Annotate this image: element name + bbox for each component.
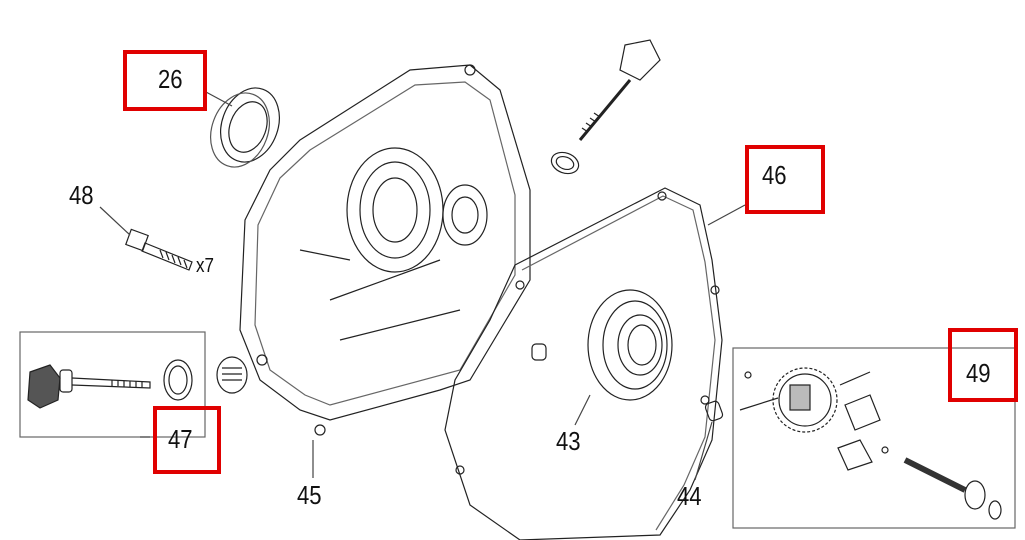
highlight-box-47 (153, 406, 221, 474)
bolt-48 (99, 206, 193, 271)
part-label-46: 46 (762, 160, 787, 190)
part-label-43: 43 (556, 426, 581, 456)
quantity-label-x7: x7 (196, 255, 214, 277)
part-label-26: 26 (158, 64, 183, 94)
oil-seal-26 (205, 87, 280, 168)
bearing-43 (574, 289, 673, 426)
highlight-box-26 (123, 50, 207, 111)
dipstick-47 (27, 359, 193, 438)
part-label-49: 49 (966, 358, 991, 388)
oil-plug (550, 39, 661, 175)
gasket-46 (444, 187, 746, 540)
crankcase-cover-45 (216, 64, 531, 478)
part-label-47: 47 (168, 424, 193, 454)
part-label-48: 48 (69, 180, 94, 210)
highlight-box-46 (745, 145, 825, 214)
part-label-45: 45 (297, 480, 322, 510)
inset-box-47 (19, 331, 206, 438)
dowel-pin-44 (531, 343, 724, 481)
part-label-44: 44 (677, 481, 702, 511)
highlight-box-49 (948, 328, 1018, 402)
governor-assembly-49 (739, 367, 1002, 520)
inset-box-49 (732, 347, 1016, 529)
